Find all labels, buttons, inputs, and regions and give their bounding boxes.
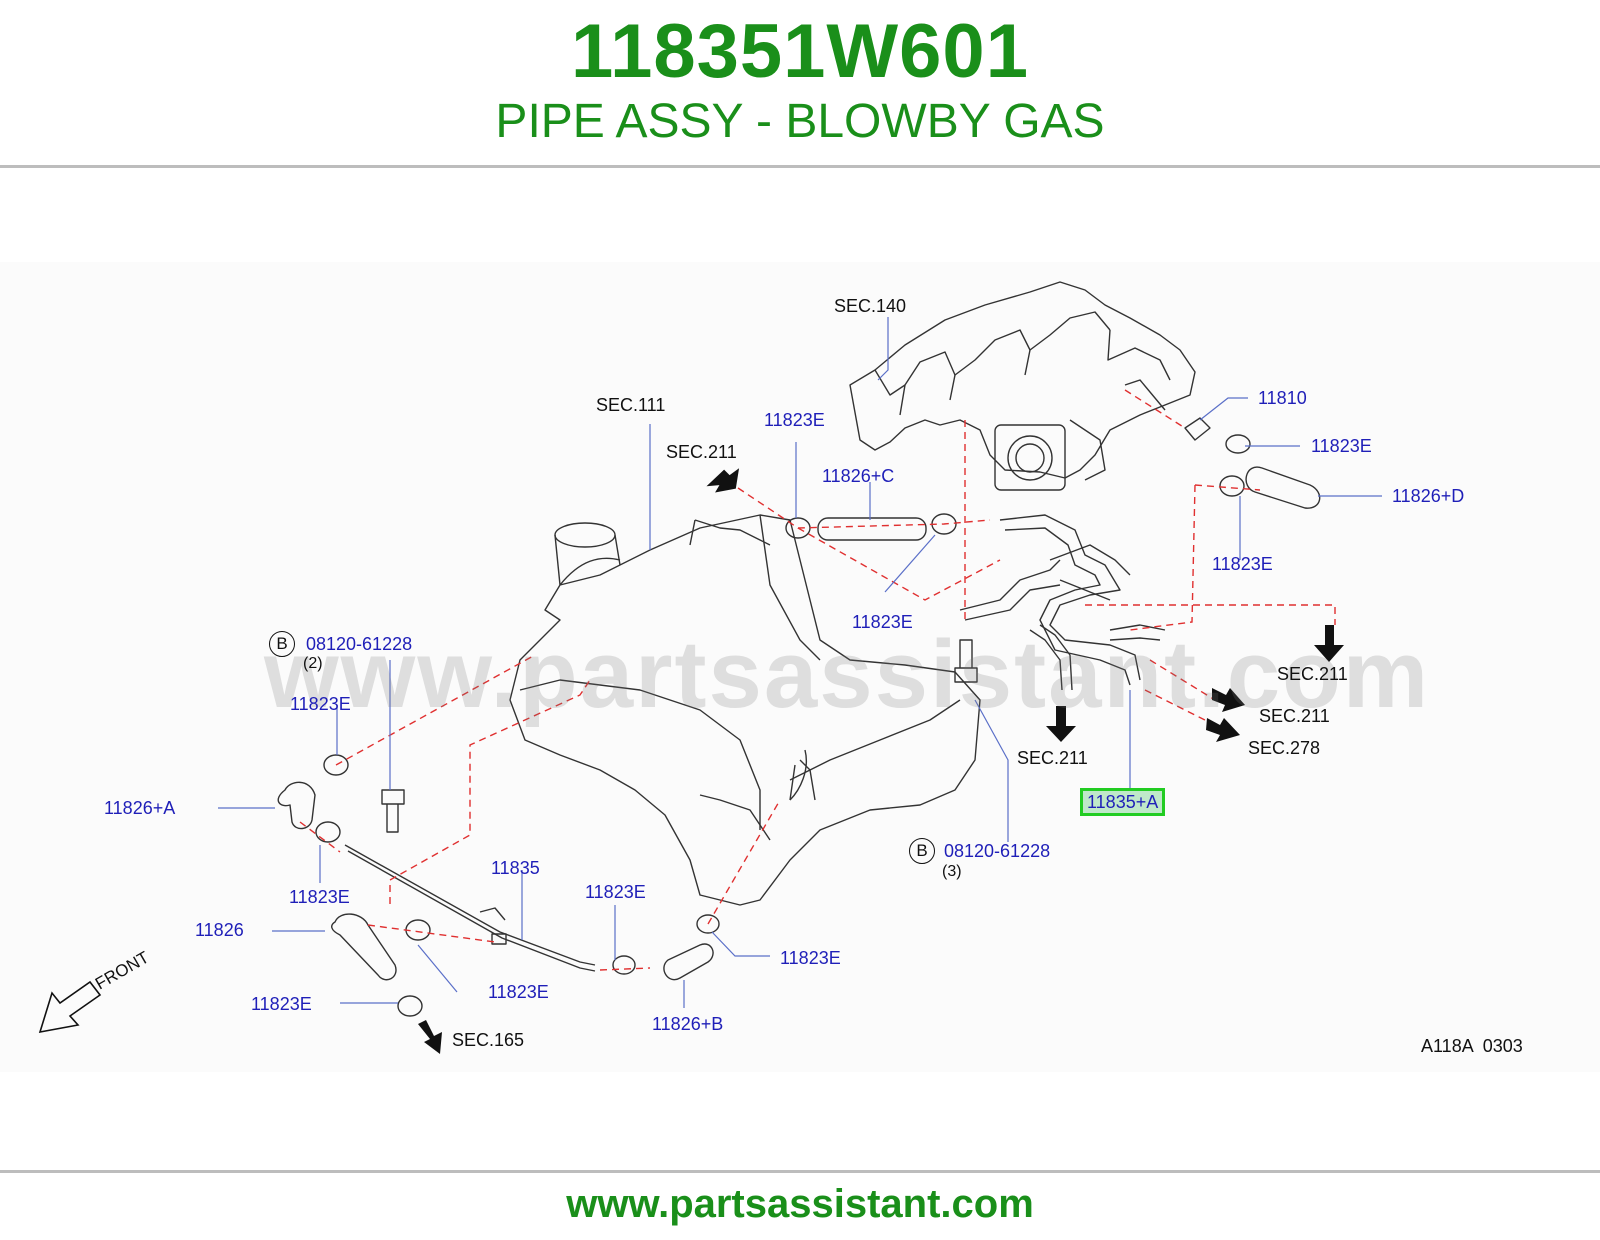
bolt-left-drawing [381, 789, 405, 833]
arrow-sec165-down [418, 1020, 442, 1054]
label-sec211-upper[interactable]: SEC.211 [666, 442, 737, 462]
label-sec140[interactable]: SEC.140 [834, 296, 907, 316]
label-sec211-right1[interactable]: SEC.211 [1277, 664, 1348, 684]
qty-left: (2) [303, 655, 323, 672]
bolt-b-badge-left: B [269, 631, 295, 657]
hose-11826b-drawing [663, 943, 714, 981]
footer-website-link[interactable]: www.partsassistant.com [566, 1182, 1034, 1226]
intake-manifold-drawing [849, 281, 1196, 491]
leader-lines [218, 317, 1382, 1008]
label-11826a[interactable]: 11826+A [104, 798, 176, 818]
label-11823e-left2[interactable]: 11823E [289, 887, 350, 907]
hose-11826a-drawing [277, 781, 316, 830]
label-11835a-selected[interactable]: 11835+A [1080, 788, 1166, 816]
label-11826d[interactable]: 11826+D [1392, 486, 1465, 506]
label-sec211-right2[interactable]: SEC.211 [1259, 706, 1330, 726]
label-11823e-right1[interactable]: 11823E [1311, 436, 1372, 456]
label-11823e-mid[interactable]: 11823E [852, 612, 913, 632]
hose-11826-drawing [331, 913, 397, 981]
arrow-sec211-upleft [706, 468, 740, 493]
label-11823e-top[interactable]: 11823E [764, 410, 825, 430]
label-11823e-bottom-right[interactable]: 11823E [780, 948, 841, 968]
label-11826b[interactable]: 11826+B [652, 1014, 724, 1034]
part-name-subtitle: PIPE ASSY - BLOWBY GAS [495, 95, 1105, 148]
label-11823e-center1[interactable]: 11823E [585, 882, 646, 902]
label-08120-right[interactable]: 08120-61228 [944, 841, 1051, 861]
header-divider [0, 165, 1600, 168]
front-arrow-icon [38, 980, 102, 1034]
footer-divider [0, 1170, 1600, 1173]
bolt-b-badge-right: B [909, 838, 935, 864]
qty-right: (3) [942, 863, 962, 880]
direction-arrows [418, 468, 1344, 1054]
hose-11826d-drawing [1245, 466, 1321, 509]
header: 118351W601 PIPE ASSY - BLOWBY GAS [0, 0, 1600, 168]
label-sec111[interactable]: SEC.111 [596, 395, 666, 415]
label-sec211-lower[interactable]: SEC.211 [1017, 748, 1088, 768]
label-11823e-right2[interactable]: 11823E [1212, 554, 1273, 574]
hose-11826c-drawing [817, 517, 927, 541]
engine-block-drawing [509, 514, 981, 906]
connection-dashed-lines [299, 389, 1336, 971]
arrow-sec211-down [1046, 706, 1076, 742]
label-11823e-center2[interactable]: 11823E [488, 982, 549, 1002]
label-11826[interactable]: 11826 [195, 920, 244, 940]
diagram-code: A118A 0303 [1421, 1036, 1523, 1056]
diagram-panel [0, 262, 1600, 1072]
pipe-11835-drawing [344, 844, 596, 972]
watermark-text: www.partsassistant.com [264, 621, 1431, 728]
clamps-drawing [315, 417, 1251, 1017]
bolt-right-drawing [954, 639, 978, 683]
label-08120-left[interactable]: 08120-61228 [306, 634, 413, 654]
blowby-pipe-assy-drawing [959, 514, 1166, 691]
part-number-title: 118351W601 [571, 9, 1029, 94]
label-sec278[interactable]: SEC.278 [1248, 738, 1321, 758]
arrow-sec211-down-right [1314, 625, 1344, 662]
label-11835[interactable]: 11835 [491, 858, 540, 878]
label-11810[interactable]: 11810 [1258, 388, 1307, 408]
label-sec165[interactable]: SEC.165 [452, 1030, 525, 1050]
arrow-sec278-right [1206, 718, 1240, 742]
arrow-sec211-right1 [1212, 688, 1245, 712]
label-11826c[interactable]: 11826+C [822, 466, 895, 486]
label-11823e-left1[interactable]: 11823E [290, 694, 351, 714]
label-11823e-bottom-left[interactable]: 11823E [251, 994, 312, 1014]
